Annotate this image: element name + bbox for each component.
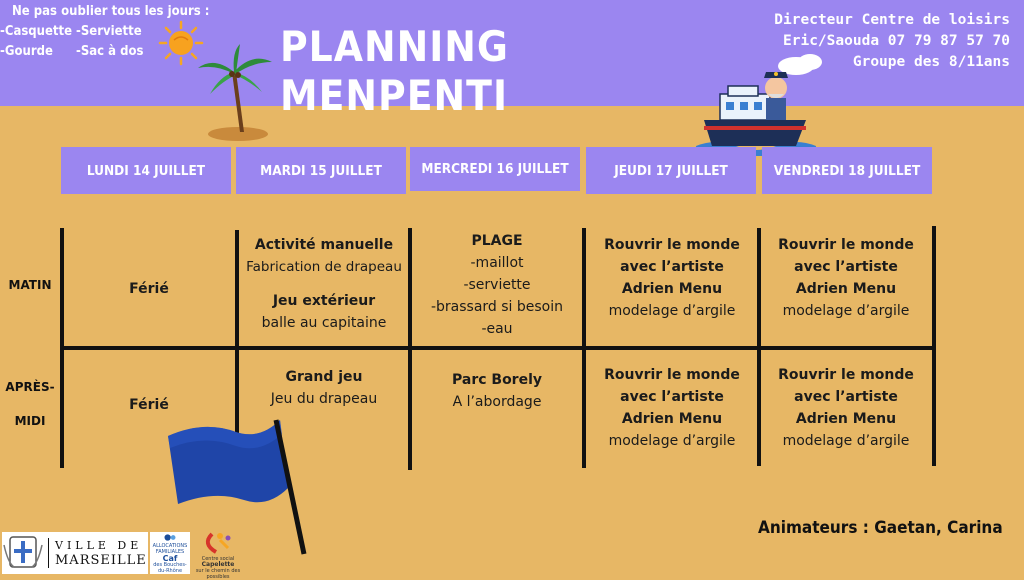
reminder-item: -Casquette [0,24,73,39]
activity-title: avec l’artiste [620,389,724,405]
cell-thu-morning: Rouvrir le monde avec l’artiste Adrien M… [586,234,758,322]
row-label-afternoon-line: APRÈS- [5,380,55,394]
reminder-item: -Gourde [0,44,53,59]
activity-text: modelage d’argile [608,433,736,449]
flag-icon [168,419,307,555]
activity-title: avec l’artiste [794,389,898,405]
activity-title: avec l’artiste [794,259,898,275]
logo-centre-text: Capelette [201,561,235,568]
logo-ville-marseille: VILLE DE MARSEILLE [2,532,148,574]
activity-title: Rouvrir le monde [778,367,914,383]
activity-title: PLAGE [471,233,523,249]
logo-ville-text: MARSEILLE [55,553,147,568]
logo-ville-text: VILLE DE [55,539,143,552]
activity-title: Adrien Menu [621,411,723,427]
cell-fri-afternoon: Rouvrir le monde avec l’artiste Adrien M… [760,364,932,452]
cell-tue-morning: Activité manuelle Fabrication de drapeau… [238,234,410,334]
row-label-morning: MATIN [8,278,52,292]
logo-caf-text: des Bouches-du-Rhône [153,562,187,574]
row-label-afternoon-line: MIDI [14,414,46,428]
activity-text: Fabrication de drapeau [246,259,402,275]
activity-title: Rouvrir le monde [604,237,740,253]
activity-title: Adrien Menu [795,411,897,427]
logo-centre-social: Centre social Capelette sur le chemin de… [194,530,242,580]
marseille-crest-icon [3,536,43,568]
caf-logo-icon [164,534,176,541]
activity-title: Adrien Menu [795,281,897,297]
reminder-title: Ne pas oublier tous les jours : [12,4,210,19]
logo-caf-name: Caf [162,554,178,563]
grid-line [62,346,936,350]
activity-text: A l’abordage [452,394,542,410]
grid-line [235,230,239,470]
day-header-monday: LUNDI 14 JUILLET [61,147,231,194]
list-item: -brassard si besoin [430,299,564,315]
logo-centre-text: Centre social [201,556,235,562]
cell-mon-morning: Férié [64,278,234,300]
reminder-item: -Serviette [76,24,142,39]
day-header-friday: VENDREDI 18 JUILLET [762,147,932,194]
boat-captain-icon [696,54,822,156]
animateurs-label: Animateurs : Gaetan, Carina [758,518,1003,538]
logo-centre-text: sur le chemin des possibles [195,568,241,580]
day-header-tuesday: MARDI 15 JUILLET [236,147,406,194]
cell-tue-afternoon: Grand jeu Jeu du drapeau [238,366,410,410]
logo-caf-text: ALLOCATIONS FAMILIALES [152,543,188,555]
director-info: Directeur Centre de loisirs Eric/Saouda … [750,10,1010,73]
cell-thu-afternoon: Rouvrir le monde avec l’artiste Adrien M… [586,364,758,452]
list-item: -eau [481,321,513,337]
cell-mon-afternoon: Férié [64,394,234,416]
day-header-wednesday: MERCREDI 16 JUILLET [410,147,580,191]
activity-text: modelage d’argile [782,303,910,319]
day-header-thursday: JEUDI 17 JUILLET [586,147,756,194]
activity-text: modelage d’argile [782,433,910,449]
activity-title: Grand jeu [285,369,363,385]
director-phone: Eric/Saouda 07 79 87 57 70 [783,33,1010,49]
cell-wed-morning: PLAGE -maillot -serviette -brassard si b… [412,230,582,340]
palm-tree-icon [198,44,272,141]
activity-title: Parc Borely [451,372,543,388]
row-label-afternoon: APRÈS- MIDI [2,370,58,438]
reminder-box: Ne pas oublier tous les jours : -Casquet… [0,2,220,62]
director-line: Directeur Centre de loisirs [774,12,1010,28]
activity-text: balle au capitaine [261,315,387,331]
group-label: Groupe des 8/11ans [852,54,1010,70]
cell-fri-morning: Rouvrir le monde avec l’artiste Adrien M… [760,234,932,322]
activity-title: Rouvrir le monde [778,237,914,253]
cell-wed-afternoon: Parc Borely A l’abordage [412,369,582,413]
list-item: -maillot [470,255,524,271]
logo-caf: ALLOCATIONS FAMILIALES Caf des Bouches-d… [150,532,190,574]
activity-text: Jeu du drapeau [270,391,378,407]
centre-social-logo-icon [205,532,231,554]
activity-title: avec l’artiste [620,259,724,275]
reminder-item: -Sac à dos [76,44,144,59]
activity-title: Jeu extérieur [272,293,376,309]
page-title: PLANNING MENPENTI [280,22,509,120]
activity-text: Férié [129,397,169,413]
activity-text: Férié [129,281,169,297]
sun-icon [158,20,204,66]
activity-text: modelage d’argile [608,303,736,319]
activity-title: Adrien Menu [621,281,723,297]
activity-title: Rouvrir le monde [604,367,740,383]
activity-title: Activité manuelle [254,237,394,253]
list-item: -serviette [463,277,531,293]
